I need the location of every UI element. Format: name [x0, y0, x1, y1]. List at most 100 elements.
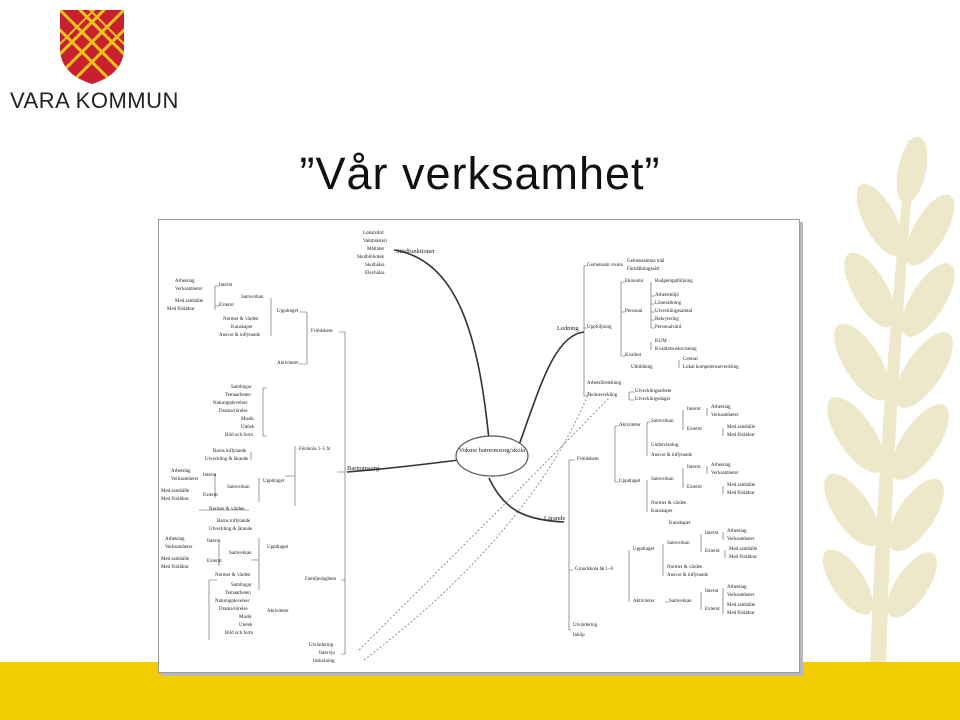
leaf-med-foraldrar-l4: Med föräldrar [727, 611, 755, 616]
dotted-line-skolutveckling [358, 397, 610, 651]
leaf-ekonomi: Ekonomi [625, 279, 644, 284]
leaf-vaktmasteri: Vaktmästeri [363, 239, 387, 244]
leaf-internt-l4: Internt [705, 589, 719, 594]
leaf-arbetslag-2: Arbetslag [171, 469, 191, 474]
leaf-externt-1: Externt [219, 303, 234, 308]
leaf-barns-inflytande: Barns inflytande [213, 449, 247, 454]
leaf-med-samhalle-1: Med samhälle [175, 299, 204, 304]
leaf-internt-l2: Internt [687, 465, 701, 470]
mindmap-center-ellipse [455, 435, 529, 477]
leaf-med-foraldrar-l1: Med föräldrar [727, 433, 755, 438]
leaf-verksamheter-l2: Verksamheter [711, 471, 739, 476]
leaf-ansvar-l1: Ansvar & inflytande [651, 453, 693, 458]
leaf-kunskaper-l2: Kunskaper [669, 521, 691, 526]
leaf-undervisning: Undervisning [651, 443, 679, 448]
leaf-lonesattning: Lönesättning [655, 301, 682, 306]
leaf-internt-1: Internt [219, 283, 233, 288]
branch-barnomsorg: Barnomsorg [347, 465, 380, 472]
leaf-internt-3: Internt [207, 539, 221, 544]
leaf-normer-varden-l1: Normer & värden [651, 501, 687, 506]
barnomsorg-subconnectors [199, 285, 346, 655]
leaf-normer-varden-3: Normer & värden [215, 573, 251, 578]
leaf-samverkan-l2: Samverkan [651, 477, 674, 482]
leaf-bild-form-3: Bild och form [225, 631, 253, 636]
leaf-verksamheter-l4: Verksamheter [727, 593, 755, 598]
leaf-samverkan-l1: Samverkan [651, 419, 674, 424]
leaf-skolbibliotek: Skolbibliotek [357, 255, 384, 260]
leaf-uppfoljning: Uppföljning [587, 325, 612, 330]
leaf-budgetuppfoljning: Budgetuppföljning [655, 279, 693, 284]
leaf-internt-l1: Internt [687, 407, 701, 412]
leaf-arbetslag-l3: Arbetslag [727, 529, 747, 534]
leaf-skolhalsa: Skolhälsa [365, 263, 385, 268]
leaf-med-samhalle-l1: Med samhälle [727, 425, 756, 430]
leaf-aktiviteter-1: Aktiviteter [277, 361, 299, 366]
leaf-uppdraget-l2: Uppdraget [633, 547, 655, 552]
leaf-utelek: Utelek [241, 425, 255, 430]
leaf-aktiviteter-l2: Aktiviteter [633, 599, 655, 604]
leaf-rekrytering: Rekrytering [655, 317, 679, 322]
leaf-med-samhalle-l2: Med samhälle [727, 483, 756, 488]
wheat-icon [822, 136, 955, 670]
leaf-arbetslag-l1: Arbetslag [711, 405, 731, 410]
leaf-arbetslag-l2: Arbetslag [711, 463, 731, 468]
leaf-samverkan-2: Samverkan [227, 485, 250, 490]
leaf-forskola: Förskola 1–5 år [299, 446, 331, 452]
leaf-uppdraget-1: Uppdraget [277, 309, 299, 314]
leaf-naturupplevelser-3: Naturupplevelser [215, 599, 250, 604]
leaf-elevhalsa: Elevhälsa [365, 271, 385, 276]
branch-ledning: Ledning [557, 325, 579, 332]
leaf-kvalitet: Kvalitet [625, 353, 642, 358]
leaf-verksamheter-l3: Verksamheter [727, 537, 755, 542]
leaf-samlingar: Samlingar [231, 385, 252, 390]
leaf-utveckling-larande: Utveckling & lärande [205, 457, 249, 462]
leaf-central: Central [683, 357, 698, 362]
leaf-verksamheter-1: Verksamheter [175, 287, 203, 292]
ledning-tree-lines [583, 265, 680, 401]
leaf-inskolning: Inskolning [313, 659, 335, 664]
leaf-samverkan-l3: Samverkan [667, 541, 690, 546]
ledning-items: Gemensam vision Gemensamma mål Förhållni… [587, 258, 739, 402]
leaf-med-foraldrar-1: Med föräldrar [167, 307, 195, 312]
leaf-med-samhalle-l3: Med samhälle [729, 547, 758, 552]
stodfunktioner-items: Lokalvård Vaktmästeri Måltider Skolbibli… [357, 230, 387, 276]
connector-larande [488, 477, 565, 523]
leaf-temaarbeten: Temaarbeten [225, 393, 251, 398]
leaf-verksamheter-l1: Verksamheter [711, 413, 739, 418]
leaf-fritidshem-l: Fritidshem [577, 457, 599, 462]
leaf-utvecklingssamtal: Utvecklingssamtal [655, 309, 693, 314]
leaf-barns-inflytande-2: Barns inflytande [217, 519, 251, 524]
leaf-med-samhalle-l4: Med samhälle [727, 603, 756, 608]
leaf-utvardering-b: Utvärdering [309, 643, 334, 648]
leaf-med-samhalle-3: Med samhälle [161, 557, 190, 562]
leaf-samlingar-3: Samlingar [231, 583, 252, 588]
mindmap-diagram: Vokme barnomsorg/skola Stödfunktioner Le… [161, 230, 758, 664]
leaf-med-foraldrar-3: Med föräldrar [161, 565, 189, 570]
leaf-verksamheter-3: Verksamheter [165, 545, 193, 550]
leaf-gemensam-vision: Gemensam vision [587, 263, 623, 268]
barnomsorg-lower-tree [199, 446, 296, 640]
leaf-aktiviteter-l1: Aktiviteter [619, 423, 641, 428]
connector-stodfunktioner [393, 249, 490, 441]
leaf-uppdraget-3: Uppdraget [267, 545, 289, 550]
leaf-familjedaghem: Familjedaghem [305, 577, 336, 582]
leaf-normer-varden-1: Normer & värden [223, 317, 259, 322]
leaf-drama: Drama/rörelse [219, 409, 248, 414]
leaf-fritidshem-b: Fritidshem [311, 329, 333, 334]
leaf-externt-2: Externt [203, 493, 218, 498]
connector-ledning [518, 331, 585, 446]
leaf-samverkan-3: Samverkan [229, 551, 252, 556]
leaf-externt-l4: Externt [705, 607, 720, 612]
leaf-externt-l1: Externt [687, 427, 702, 432]
connector-barnomsorg [346, 459, 460, 473]
leaf-externt-3: Externt [207, 559, 222, 564]
leaf-verksamheter-2: Verksamheter [171, 477, 199, 482]
leaf-med-foraldrar-l3: Med föräldrar [729, 555, 757, 560]
leaf-externt-l2: Externt [687, 485, 702, 490]
leaf-utbildning: Utbildning [631, 365, 653, 370]
leaf-inkop: Inköp [573, 633, 585, 638]
leaf-med-foraldrar-2: Med föräldrar [161, 497, 189, 502]
logo-text: VARA KOMMUN [10, 88, 179, 113]
leaf-personalvard: Personalvård [655, 324, 682, 330]
